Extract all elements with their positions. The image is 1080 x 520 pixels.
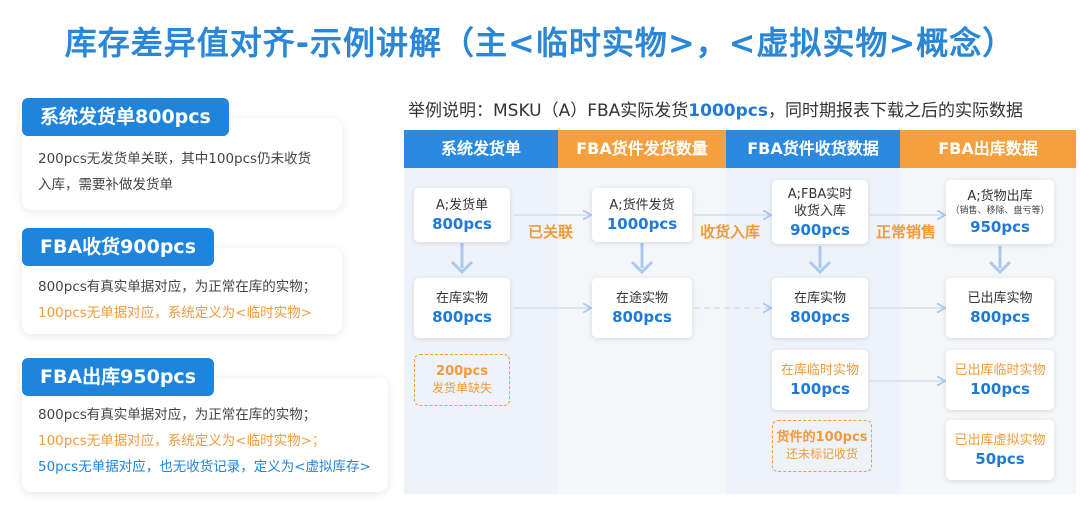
box-in-transit-label: 在途实物 <box>615 291 668 306</box>
connector-received: 收货入库 <box>700 223 761 241</box>
box-c1-instock-value: 800pcs <box>432 308 492 326</box>
card-fba-outbound-head: FBA出库950pcs <box>22 358 214 396</box>
box-in-transit: 在途实物 800pcs <box>592 278 692 338</box>
box-c3-instock-value: 800pcs <box>790 308 850 326</box>
column-head-system-shipment: 系统发货单 <box>404 130 558 168</box>
box-temp-instock-value: 100pcs <box>790 380 850 398</box>
box-shipment-sent-value: 1000pcs <box>606 215 678 233</box>
arrow-down-col4 <box>988 246 1012 275</box>
box-unmarked-received-value: 货件的100pcs <box>776 430 868 445</box>
card-system-shipment-head: 系统发货单800pcs <box>22 98 229 136</box>
box-temp-instock: 在库临时实物 100pcs <box>772 350 868 410</box>
box-outbound-temp: 已出库临时实物 100pcs <box>946 350 1054 410</box>
box-goods-outbound-note: （销售、移除、盘亏等） <box>950 206 1050 216</box>
box-shipment-missing: 200pcs 发货单缺失 <box>414 354 510 406</box>
card-fba-outbound-line-3: 50pcs无单据对应，也无收货记录，定义为<虚拟库存> <box>38 459 371 475</box>
box-shipment-order-value: 800pcs <box>432 215 492 233</box>
card-fba-receive-line-2: 100pcs无单据对应，系统定义为<临时实物> <box>38 305 312 321</box>
box-goods-outbound-value: 950pcs <box>970 218 1030 236</box>
box-shipment-order: A;发货单 800pcs <box>414 188 510 242</box>
box-goods-outbound: A;货物出库 （销售、移除、盘亏等） 950pcs <box>946 180 1054 244</box>
box-outbound-virtual: 已出库虚拟实物 50pcs <box>946 420 1054 480</box>
card-fba-receive-head: FBA收货900pcs <box>22 228 214 266</box>
column-head-fba-receive: FBA货件收货数据 <box>726 130 900 168</box>
box-in-transit-value: 800pcs <box>612 308 672 326</box>
box-c3-instock-label: 在库实物 <box>793 291 846 306</box>
box-fba-received: A;FBA实时 收货入库 900pcs <box>772 180 868 244</box>
card-system-shipment-line-2: 入库，需要补做发货单 <box>38 177 173 193</box>
box-outbound-temp-value: 100pcs <box>970 380 1030 398</box>
flow-diagram: 系统发货单 FBA货件发货数量 FBA货件收货数据 FBA出库数据 已关联 收货… <box>404 130 1076 494</box>
box-shipment-order-label: A;发货单 <box>435 198 489 213</box>
box-c3-instock: 在库实物 800pcs <box>772 278 868 338</box>
box-outbound-physical-value: 800pcs <box>970 308 1030 326</box>
card-fba-receive-line-1: 800pcs有真实单据对应，为正常在库的实物； <box>38 279 317 295</box>
card-system-shipment-line-1: 200pcs无发货单关联，其中100pcs仍未收货 <box>38 151 312 167</box>
arrow-down-col2 <box>630 243 654 275</box>
subtitle-prefix: 举例说明：MSKU（A）FBA实际发货 <box>408 101 689 121</box>
card-fba-outbound <box>22 378 388 492</box>
box-temp-instock-label: 在库临时实物 <box>780 363 859 378</box>
example-subtitle: 举例说明：MSKU（A）FBA实际发货1000pcs，同时期报表下载之后的实际数… <box>408 96 1078 121</box>
box-outbound-virtual-label: 已出库虚拟实物 <box>954 433 1046 448</box>
box-shipment-missing-label: 发货单缺失 <box>431 381 492 395</box>
box-unmarked-received: 货件的100pcs 还未标记收货 <box>772 420 872 472</box>
flow-arrows <box>450 130 1012 494</box>
column-head-fba-ship-qty: FBA货件发货数量 <box>558 130 726 168</box>
box-c1-instock-label: 在库实物 <box>435 291 488 306</box>
subtitle-highlight: 1000pcs <box>688 101 768 121</box>
box-outbound-physical: 已出库实物 800pcs <box>946 278 1054 338</box>
box-shipment-missing-value: 200pcs <box>436 364 488 379</box>
arrow-down-col1 <box>450 243 474 275</box>
subtitle-suffix: ，同时期报表下载之后的实际数据 <box>767 101 1023 121</box>
card-fba-outbound-line-1: 800pcs有真实单据对应，为正常在库的实物； <box>38 407 317 423</box>
box-outbound-virtual-value: 50pcs <box>975 450 1025 468</box>
box-c1-instock: 在库实物 800pcs <box>414 278 510 338</box>
box-goods-outbound-label: A;货物出库 <box>967 189 1033 204</box>
card-fba-outbound-line-2: 100pcs无单据对应，系统定义为<临时实物>； <box>38 433 326 449</box>
box-fba-received-value: 900pcs <box>790 220 850 239</box>
box-fba-received-label-1: A;FBA实时 <box>787 186 853 202</box>
arrow-down-col3 <box>808 246 832 275</box>
box-fba-received-label-2: 收货入库 <box>793 203 846 219</box>
page-title: 库存差异值对齐-示例讲解（主<临时实物>，<虚拟实物>概念） <box>64 24 1016 62</box>
box-outbound-physical-label: 已出库实物 <box>967 291 1033 306</box>
column-head-fba-outbound: FBA出库数据 <box>900 130 1076 168</box>
box-shipment-sent-label: A;货件发货 <box>609 198 675 213</box>
box-unmarked-received-label: 还未标记收货 <box>785 447 858 461</box>
connector-normal-sales: 正常销售 <box>876 223 937 241</box>
connector-linked: 已关联 <box>528 223 574 241</box>
box-shipment-sent: A;货件发货 1000pcs <box>592 188 692 242</box>
box-outbound-temp-label: 已出库临时实物 <box>954 363 1046 378</box>
